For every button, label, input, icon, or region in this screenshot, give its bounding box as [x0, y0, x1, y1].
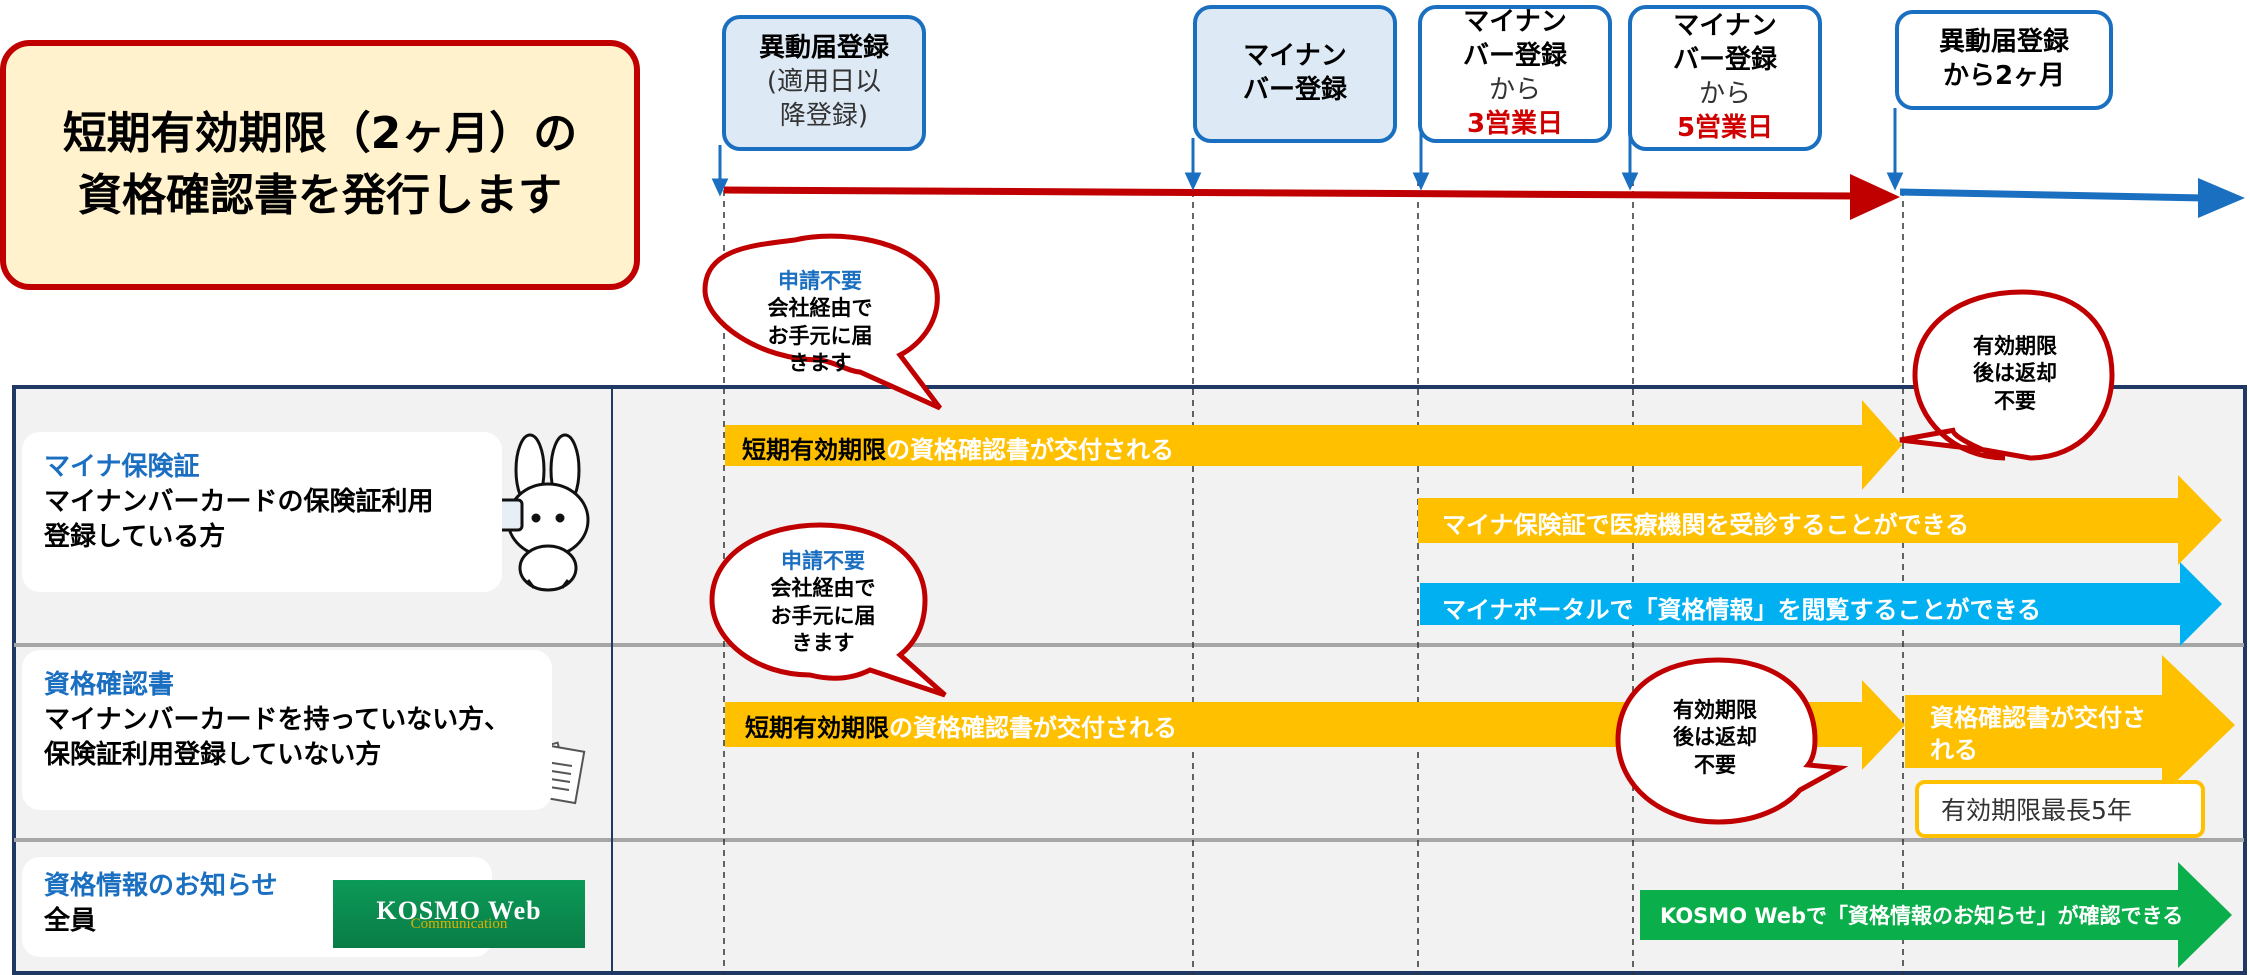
bubble-return-2-l3: 不要 — [1694, 752, 1736, 777]
event-5-business-days: マイナン バー登録 から 5営業日 — [1628, 5, 1822, 151]
bubble-mid-l3: お手元に届 — [770, 603, 876, 628]
row-certificate-desc-1: マイナンバーカードを持っていない方、 — [44, 705, 511, 736]
bubble-return-2 — [1615, 657, 1849, 825]
bubble-mid-l1: 申請不要 — [781, 549, 865, 573]
event-3-line-3: から — [1488, 75, 1541, 105]
event-mynumber-registration: マイナン バー登録 — [1193, 5, 1397, 143]
kosmo-web-logo: KOSMO Web Communication — [333, 880, 585, 948]
arrow-1-rest: の資格確認書が交付される — [886, 436, 1174, 464]
row-label-mynumber: マイナ保険証 マイナンバーカードの保険証利用 登録している方 — [22, 432, 502, 592]
timeline-blue-head — [2198, 178, 2245, 218]
bubble-top-text: 申請不要 会社経由で お手元に届 きます — [725, 268, 915, 377]
row-notice-category: 資格情報のお知らせ — [44, 871, 278, 901]
event-3-line-1: マイナン — [1463, 7, 1567, 38]
event-1-line-1: 異動届登録 — [758, 33, 889, 64]
arrow-short-term-2 — [725, 680, 1905, 770]
timeline-red-head — [1850, 174, 1900, 220]
event-1-line-2: (適用日以 — [766, 67, 882, 98]
event-two-months: 異動届登録 から2ヶ月 — [1895, 10, 2113, 110]
bubble-return-1 — [1899, 289, 2115, 461]
kosmo-logo-sub: Communication — [410, 915, 508, 932]
bubble-mid-l4: きます — [791, 630, 855, 655]
event-1-line-3: 降登録) — [779, 100, 869, 131]
bubble-top-l4: きます — [788, 350, 852, 375]
bubble-return-1-l1: 有効期限 — [1973, 334, 2057, 358]
bubble-top-l2: 会社経由で — [767, 296, 873, 321]
row-mynumber-category: マイナ保険証 — [44, 452, 200, 482]
row-mynumber-desc-1: マイナンバーカードの保険証利用 — [44, 487, 434, 518]
bubble-mid-l2: 会社経由で — [770, 576, 876, 601]
bubble-return-2-l1: 有効期限 — [1673, 698, 1757, 722]
arrow-5-line-1: 資格確認書が交付さ — [1930, 704, 2146, 732]
arrow-short-term-1-label: 短期有効期限の資格確認書が交付される — [742, 430, 1174, 465]
arrow-kosmo-web — [1640, 862, 2232, 968]
validity-box: 有効期限最長5年 — [1915, 780, 2205, 838]
bubble-return-1-l2: 後は返却 — [1973, 361, 2057, 386]
bubble-return-1-text: 有効期限 後は返却 不要 — [1930, 333, 2100, 415]
arrow-4-dark: 短期有効期限 — [745, 714, 889, 742]
arrow-mynumber-insurance — [1418, 475, 2222, 565]
headline-box: 短期有効期限（2ヶ月）の 資格確認書を発行します — [0, 40, 640, 290]
row-label-certificate: 資格確認書 マイナンバーカードを持っていない方、 保険証利用登録していない方 — [22, 650, 552, 810]
kosmo-logo-text: KOSMO Web — [376, 895, 542, 925]
event-2-line-1: マイナン — [1243, 41, 1347, 72]
bubble-top-no-application — [702, 233, 942, 411]
row-certificate-desc-2: 保険証利用登録していない方 — [44, 740, 382, 771]
row-certificate-category: 資格確認書 — [44, 670, 175, 700]
event-2-line-2: バー登録 — [1242, 75, 1347, 105]
arrow-mynumber-insurance-label: マイナ保険証で医療機関を受診することができる — [1442, 511, 1970, 539]
bubble-mid-no-application — [709, 522, 947, 698]
timeline-blue — [1899, 188, 2206, 202]
arrow-4-rest: の資格確認書が交付される — [889, 714, 1177, 742]
bubble-return-1-l3: 不要 — [1994, 388, 2036, 413]
arrow-5-line-2: れる — [1930, 736, 1978, 765]
headline-line-1: 短期有効期限（2ヶ月）の — [62, 108, 578, 160]
row-mynumber-desc-2: 登録している方 — [44, 522, 226, 553]
bubble-mid-text: 申請不要 会社経由で お手元に届 きます — [728, 548, 918, 657]
event-3-business-days: マイナン バー登録 から 3営業日 — [1418, 5, 1612, 143]
timeline-red — [723, 186, 1861, 200]
event-4-line-1: マイナン — [1673, 11, 1777, 42]
arrow-myna-portal — [1420, 562, 2222, 646]
event-5-line-1: 異動届登録 — [1938, 27, 2069, 58]
event-3-line-2: バー登録 — [1462, 41, 1567, 72]
arrow-certificate-issued — [1905, 655, 2235, 795]
arrow-myna-portal-label: マイナポータルで「資格情報」を閲覧することができる — [1442, 596, 2042, 624]
bubble-top-l1: 申請不要 — [778, 269, 862, 293]
arrow-short-term-2-label: 短期有効期限の資格確認書が交付される — [745, 708, 1177, 743]
event-relocation-registration: 異動届登録 (適用日以 降登録) — [722, 15, 926, 151]
bubble-return-2-l2: 後は返却 — [1673, 725, 1757, 750]
event-4-line-2: バー登録 — [1672, 45, 1777, 76]
arrow-certificate-issued-label: 資格確認書が交付さ れる — [1930, 702, 2146, 767]
event-4-line-4: 5営業日 — [1676, 112, 1774, 143]
event-3-line-4: 3営業日 — [1466, 108, 1564, 139]
arrow-1-dark: 短期有効期限 — [742, 436, 886, 464]
row-notice-desc: 全員 — [44, 906, 97, 937]
event-pointers — [711, 108, 1904, 197]
arrow-kosmo-web-label: KOSMO Webで「資格情報のお知らせ」が確認できる — [1660, 904, 2184, 928]
bubble-top-l3: お手元に届 — [767, 323, 873, 348]
bubble-return-2-text: 有効期限 後は返却 不要 — [1630, 697, 1800, 779]
event-4-line-3: から — [1698, 79, 1751, 109]
event-5-line-2: から2ヶ月 — [1942, 61, 2066, 91]
headline-line-2: 資格確認書を発行します — [78, 170, 562, 221]
timeline-guides — [723, 180, 1904, 975]
arrow-short-term-1 — [725, 400, 1902, 490]
